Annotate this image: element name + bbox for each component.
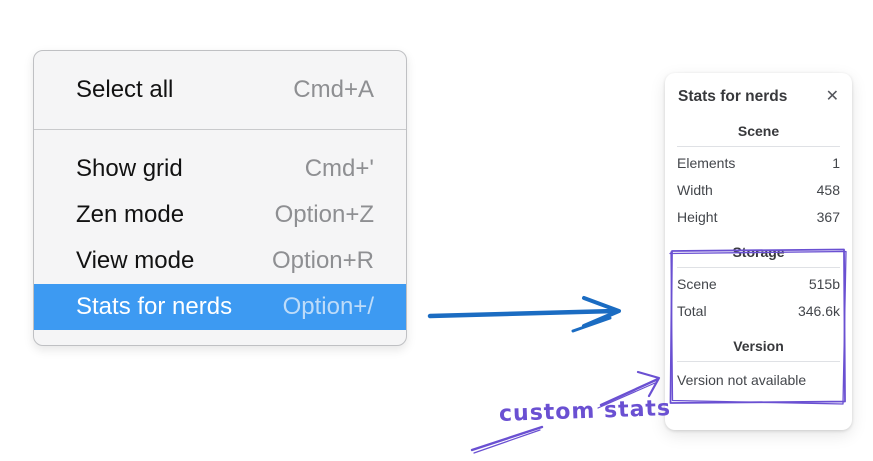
close-icon[interactable]: ✕ — [825, 88, 839, 105]
menu-separator — [34, 129, 406, 130]
blue-arrow — [427, 296, 621, 333]
stat-label: Elements — [677, 155, 736, 171]
stat-row-elements: Elements 1 — [665, 150, 852, 177]
stat-value: 346.6k — [797, 303, 840, 319]
menu-item-select-all[interactable]: Select all Cmd+A — [34, 51, 406, 129]
menu-item-label: Show grid — [76, 155, 183, 182]
menu-group: Show grid Cmd+' Zen mode Option+Z View m… — [34, 130, 406, 330]
menu-item-label: Select all — [76, 76, 174, 103]
stat-value: 1 — [832, 155, 840, 171]
menu-item-view-mode[interactable]: View mode Option+R — [34, 238, 406, 284]
stats-panel-title: Stats for nerds — [678, 88, 788, 105]
stat-value: 458 — [816, 182, 840, 198]
section-heading: Storage — [732, 244, 785, 260]
stat-row-scene-size: Scene 515b — [665, 271, 852, 298]
menu-item-zen-mode[interactable]: Zen mode Option+Z — [34, 192, 406, 238]
stat-row-height: Height 367 — [665, 204, 852, 231]
stat-row-width: Width 458 — [665, 177, 852, 204]
stat-label: Width — [677, 182, 713, 198]
section-rule — [677, 267, 840, 268]
stat-value: 515b — [808, 276, 840, 292]
stat-label: Total — [677, 303, 707, 319]
section-rule — [677, 146, 840, 147]
menu-item-label: View mode — [76, 247, 195, 274]
stats-panel: Stats for nerds ✕ Scene Elements 1 Width… — [665, 73, 852, 430]
menu-item-label: Zen mode — [76, 201, 185, 228]
menu-item-show-grid[interactable]: Show grid Cmd+' — [34, 146, 406, 192]
menu-item-shortcut: Option+/ — [282, 293, 374, 320]
stat-label: Scene — [677, 276, 717, 292]
section-heading: Version — [733, 338, 784, 354]
stat-label: Height — [677, 209, 718, 225]
context-menu: Select all Cmd+A Show grid Cmd+' Zen mod… — [33, 50, 407, 346]
custom-stats-label: custom stats — [498, 396, 672, 427]
stat-row-total-size: Total 346.6k — [665, 298, 852, 325]
section-heading: Scene — [737, 123, 780, 139]
menu-item-label: Stats for nerds — [76, 293, 233, 320]
section-rule — [677, 361, 840, 362]
stats-panel-header: Stats for nerds ✕ — [665, 73, 852, 110]
stats-section-version: Version Version not available — [665, 338, 852, 392]
stats-section-scene: Scene Elements 1 Width 458 Height 367 — [665, 123, 852, 231]
menu-item-shortcut: Cmd+' — [304, 155, 374, 182]
menu-item-shortcut: Cmd+A — [293, 76, 374, 103]
menu-item-shortcut: Option+Z — [274, 201, 374, 228]
stats-section-storage: Storage Scene 515b Total 346.6k — [665, 244, 852, 325]
menu-item-shortcut: Option+R — [271, 247, 374, 274]
version-note: Version not available — [677, 372, 807, 388]
stat-value: 367 — [816, 209, 840, 225]
menu-item-stats-for-nerds[interactable]: Stats for nerds Option+/ — [34, 284, 406, 330]
